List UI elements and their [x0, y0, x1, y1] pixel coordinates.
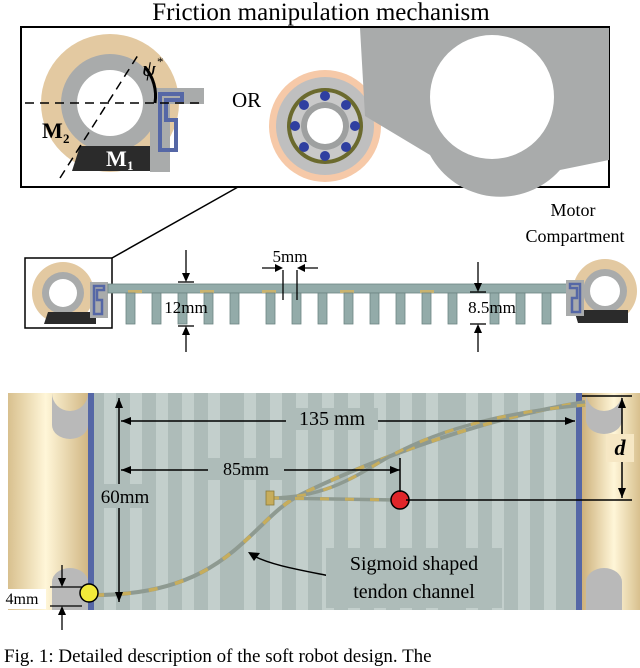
motor-label-line2: Compartment	[526, 226, 625, 246]
m2-label: M	[42, 118, 63, 143]
m1-block	[72, 146, 152, 171]
dim-d: d	[615, 435, 627, 460]
psi-arc	[143, 66, 158, 104]
or-label: OR	[232, 88, 261, 112]
psi-sup: *	[157, 54, 164, 69]
inset-mechanism: ψ * M 2 M 1 OR	[20, 26, 610, 197]
tendon-pieces	[128, 290, 434, 293]
dim-60mm: 60mm	[101, 487, 150, 508]
zoom-connector	[111, 186, 239, 259]
m2-sub: 2	[63, 131, 70, 146]
dim-85mm: 85mm	[223, 459, 269, 479]
top-view: 135 mm 85mm 60mm d 4mm Si	[0, 393, 640, 630]
tendon-label-line1: Sigmoid shaped	[350, 553, 478, 575]
side-view: 5mm 12mm 8.5mm Motor Compartment	[24, 200, 637, 352]
figure-title: Friction manipulation mechanism	[152, 0, 490, 26]
bearing-alternative	[269, 70, 381, 182]
tendon-label-line2: tendon channel	[353, 581, 475, 603]
bearing-balls	[290, 91, 360, 161]
ribs	[125, 292, 552, 325]
gray-arm	[360, 28, 609, 197]
m1-sub: 1	[127, 158, 134, 173]
dim-12mm: 12mm	[164, 298, 207, 317]
dim-135mm: 135 mm	[299, 408, 366, 430]
motor-label-line1: Motor	[551, 200, 596, 220]
dim-8-5mm: 8.5mm	[468, 298, 516, 317]
m1-label: M	[106, 146, 127, 171]
yellow-marker	[79, 583, 99, 603]
figure-caption: Fig. 1: Detailed description of the soft…	[4, 646, 432, 667]
dim-4mm: 4mm	[6, 591, 39, 608]
dim-5mm: 5mm	[273, 247, 308, 266]
blue-clip	[158, 92, 184, 152]
psi-label: ψ	[142, 56, 156, 81]
tendon-channels	[94, 400, 586, 597]
